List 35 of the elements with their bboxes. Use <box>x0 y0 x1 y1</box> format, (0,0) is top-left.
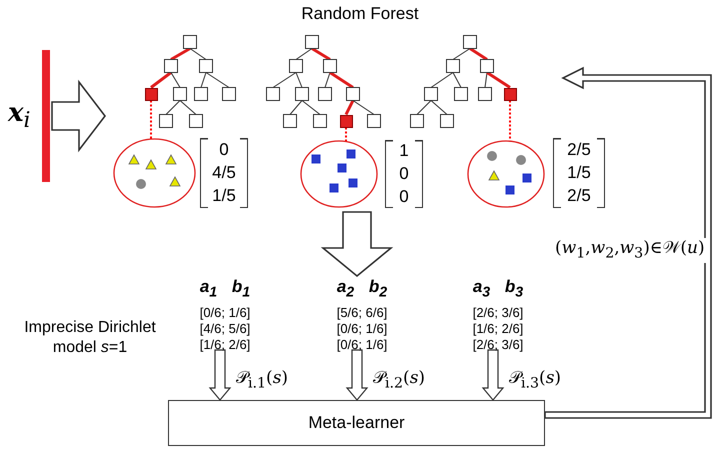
vector-entry: 1/5 <box>567 162 591 183</box>
leaf-node-square <box>340 114 352 128</box>
diagram-heading: Random Forest <box>300 4 420 24</box>
leaf-node-square <box>504 88 516 100</box>
vector-entry: 1 <box>399 141 409 162</box>
vector-entry: 2/5 <box>567 140 591 160</box>
block-arrow <box>544 66 712 419</box>
interval-list: [2/6; 3/6] [1/6; 2/6] [2/6; 3/6] <box>462 305 534 354</box>
block-arrow <box>482 349 504 401</box>
sample-ellipse <box>113 138 196 208</box>
interval-list: [5/6; 6/6] [0/6; 1/6] [0/6; 1/6] <box>326 305 398 354</box>
column-heading: a$_{2}$ b$_{2}$ <box>336 276 388 302</box>
variable-label: x$_{i}$ <box>8 98 30 134</box>
process-box: Meta-learner <box>168 400 545 446</box>
column-heading: a$_{3}$ b$_{3}$ <box>472 276 524 302</box>
leaf-node-square <box>144 88 158 100</box>
vector-entry: 0 <box>399 186 409 207</box>
vector-entry: 0 <box>399 164 409 184</box>
vector-entry: 4/5 <box>212 162 236 183</box>
interval-list: [0/6; 1/6] [4/6; 5/6] [1/6; 2/6] <box>189 305 261 354</box>
sample-ellipse <box>300 140 378 208</box>
connector-line <box>345 128 347 142</box>
connector-line <box>150 100 152 140</box>
block-arrow <box>320 211 394 278</box>
vector-entry: 2/5 <box>567 186 591 206</box>
connector-line <box>509 100 511 142</box>
block-arrow <box>346 349 368 401</box>
column-heading: a$_{1}$ b$_{1}$ <box>198 276 252 302</box>
edge-label: (w$_{1}$,w$_{2}$,w$_{3}$)∈𝒲(u) <box>553 238 707 264</box>
block-arrow <box>208 349 232 401</box>
sample-ellipse <box>467 140 545 208</box>
vector-entry: 0 <box>219 140 229 160</box>
vector-entry: 1/5 <box>212 186 236 206</box>
note-text: Imprecise Dirichlet model s=1 <box>23 318 157 358</box>
block-arrow <box>51 80 106 152</box>
